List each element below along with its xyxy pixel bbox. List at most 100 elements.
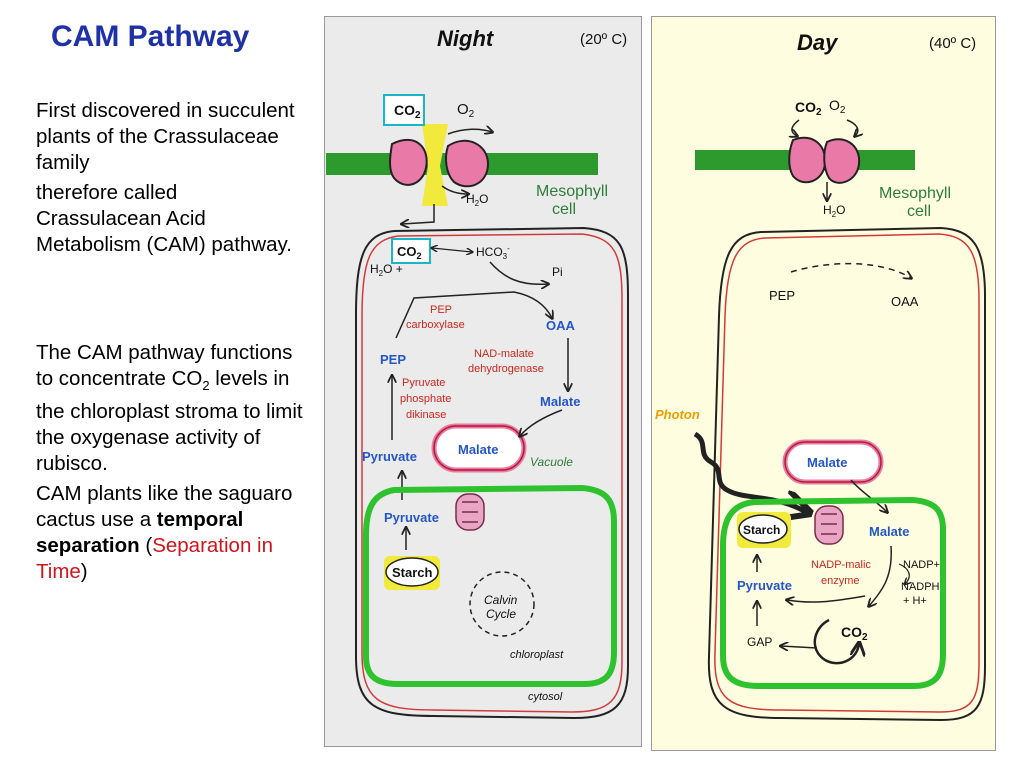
chloroplast-membrane (363, 484, 617, 687)
day-guard-cell-left (788, 136, 827, 184)
h2o-label: H2O (466, 192, 488, 208)
plasma-membrane (361, 233, 623, 713)
nadp-label: NADP+ (903, 559, 940, 571)
calvin-label-2: Cycle (486, 607, 516, 621)
day-pep-oaa-arrow (790, 262, 911, 278)
cell-label: cell (552, 201, 576, 218)
ppdk-1: Pyruvate (402, 377, 445, 389)
chloroplast-label: chloroplast (510, 649, 564, 661)
nadp-enzyme-2: enzyme (821, 575, 860, 587)
cycle-to-gap-arrow (781, 646, 818, 648)
mesophyll-label: Mesophyll (536, 183, 608, 200)
co2-box-top (383, 94, 425, 126)
co2-hco3-arrow (432, 248, 472, 252)
h2o-plus-label: H2O + (370, 262, 403, 278)
nadp-arrow (898, 563, 909, 584)
p3-sub: 2 (202, 378, 210, 394)
gap-label: GAP (747, 635, 772, 649)
photon-wave (693, 431, 807, 512)
pep-to-oaa-arrow (395, 291, 552, 339)
paragraph-2: therefore called Crassulacean Acid Metab… (36, 181, 292, 256)
day-co2-inside-label: CO2 (841, 624, 868, 643)
p4-bold: temporal separation (36, 508, 244, 558)
nad-malate-2: dehydrogenase (468, 363, 544, 375)
malate-to-co2-arrow (869, 545, 892, 606)
p4-red: Separation in Time (36, 534, 274, 584)
day-pyruvate-label: Pyruvate (737, 578, 792, 593)
night-temp: (20º C) (580, 31, 627, 48)
starch-granule (385, 557, 439, 587)
slide-title: CAM Pathway (51, 20, 250, 53)
co2-entry-arrow (402, 204, 435, 224)
day-starch-granule (738, 514, 788, 544)
day-title: Day (797, 30, 839, 55)
p3-text-a: The CAM pathway functions to concentrate… (36, 341, 293, 390)
pep-carboxylase-2: carboxylase (406, 319, 465, 331)
starch-label: Starch (392, 565, 433, 580)
day-pep-label: PEP (769, 288, 795, 303)
hco3-label: HCO3- (476, 244, 510, 261)
day-cell-wall (707, 226, 986, 722)
pep-label: PEP (380, 352, 406, 367)
paragraph-function: The CAM pathway functions to concentrate… (36, 340, 306, 585)
night-panel: Night (20º C) CO2 O2 H2O Mesophyll cell … (324, 16, 642, 747)
nadph-label-2: + H+ (903, 595, 927, 607)
day-vacuole-malate-label: Malate (807, 455, 847, 470)
calvin-cycle-circle (469, 571, 535, 637)
day-panel: Day (40º C) CO2 O2 H2O Mesophyll cell PE… (651, 16, 996, 751)
p4-open: ( (145, 534, 153, 558)
photon-label: Photon (655, 407, 700, 422)
vacuole-membrane (433, 425, 525, 471)
day-co2-label: CO2 (795, 99, 822, 118)
paragraph-1: First discovered in succulent plants of … (36, 99, 295, 174)
malate-label: Malate (540, 394, 580, 409)
day-malate-label: Malate (869, 524, 909, 539)
malate-to-pyruvate-arrow (787, 595, 866, 602)
nad-malate-1: NAD-malate (474, 348, 534, 360)
pyruvate-label: Pyruvate (362, 449, 417, 464)
vacuole-malate-label: Malate (458, 442, 498, 457)
paragraph-4: CAM plants like the saguaro cactus use a… (36, 481, 306, 585)
co2-inside-label: CO2 (397, 244, 422, 261)
co2-funnel (422, 124, 448, 206)
o2-arrow (447, 129, 492, 134)
hco3-to-oaa-arrow (489, 261, 548, 284)
p4-close: ) (80, 560, 88, 584)
vacuole-label: Vacuole (530, 455, 573, 469)
day-temp: (40º C) (929, 35, 976, 52)
malate-to-vacuole-arrow (520, 409, 563, 436)
day-mitochondrion-icon (814, 505, 844, 545)
day-guard-cell-right (823, 138, 861, 184)
ppdk-2: phosphate (400, 393, 451, 405)
day-cell-label: cell (907, 203, 931, 220)
co2-top-label: CO2 (394, 102, 421, 121)
pyruvate-chloro-label: Pyruvate (384, 510, 439, 525)
day-o2-label: O2 (829, 97, 846, 116)
oaa-label: OAA (546, 318, 576, 333)
cell-wall-outer (355, 226, 629, 720)
h2o-arrow (441, 185, 468, 194)
day-chloroplast-membrane (720, 496, 946, 689)
cytosol-label: cytosol (528, 691, 563, 703)
day-o2-arrow (846, 119, 858, 136)
p3-text-b: levels in the chloroplast stroma to limi… (36, 367, 303, 476)
guard-cell-left (389, 138, 428, 186)
night-title: Night (437, 26, 495, 51)
calvin-cycle-arrow (813, 618, 859, 665)
day-vacuole-membrane (784, 441, 882, 483)
paragraph-3: The CAM pathway functions to concentrate… (36, 340, 306, 477)
o2-label: O2 (457, 101, 475, 120)
day-starch-label: Starch (743, 523, 780, 537)
pep-carboxylase-1: PEP (430, 304, 452, 316)
day-co2-arrow (792, 119, 799, 136)
ppdk-3: dikinase (406, 409, 446, 421)
day-plasma-membrane (714, 233, 980, 713)
p4-text-a: CAM plants like the saguaro cactus use a (36, 482, 293, 532)
day-oaa-label: OAA (891, 294, 919, 309)
calvin-label-1: Calvin (484, 593, 518, 607)
day-h2o-label: H2O (823, 203, 845, 219)
mitochondrion-icon (455, 493, 485, 531)
day-malate-out-arrow (850, 479, 887, 512)
pi-label: Pi (552, 265, 563, 279)
guard-cell-right (445, 139, 490, 188)
